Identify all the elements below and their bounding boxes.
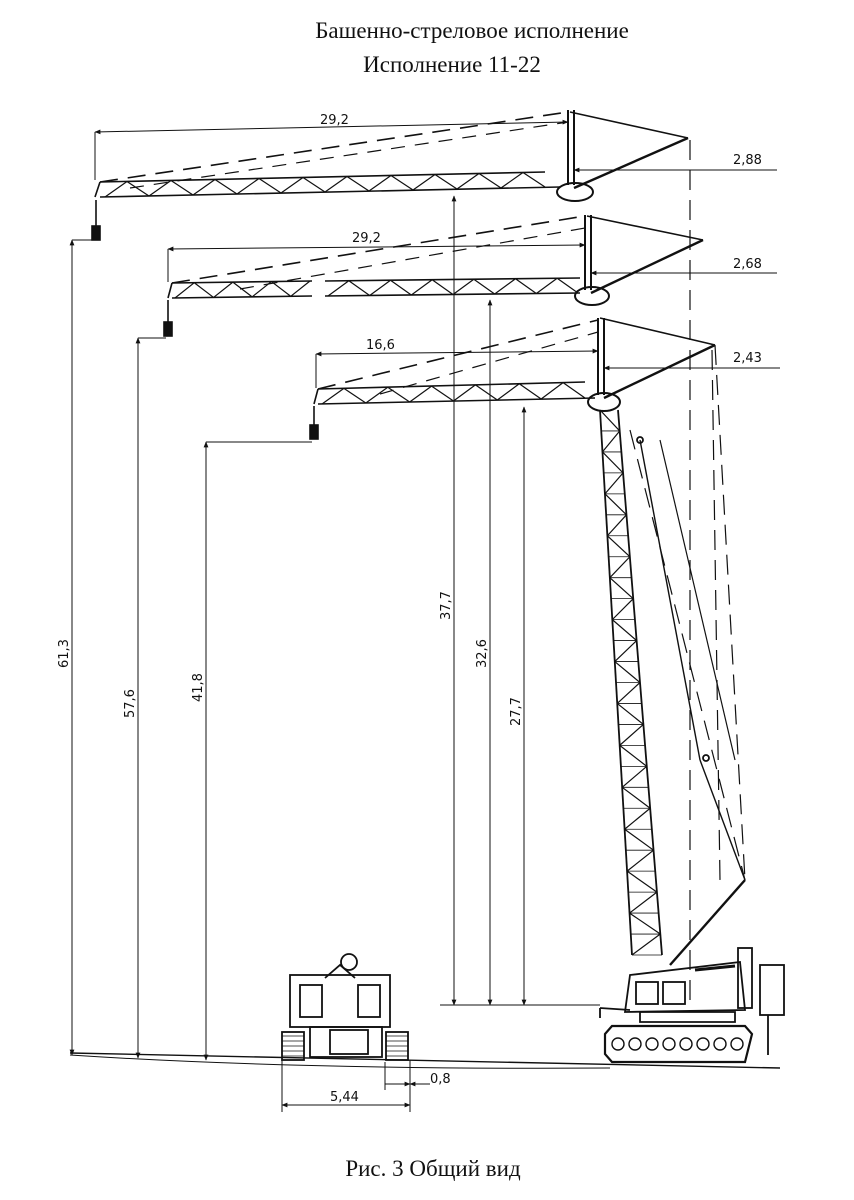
label-hook-low: 41,8 (191, 673, 206, 702)
dimension-lines (69, 119, 780, 1112)
crawler-base-front (281, 953, 409, 1061)
crawler-base-side (599, 947, 785, 1064)
boom-truss-mid (174, 277, 579, 299)
label-track-width: 5,44 (330, 1090, 359, 1105)
label-boom-mid: 29,2 (352, 231, 381, 246)
label-boom-low: 16,6 (366, 338, 395, 353)
label-boom-top: 29,2 (320, 113, 349, 128)
dimension-labels: 29,2 29,2 16,6 2,88 2,68 2,43 61,3 57,6 … (57, 113, 762, 1105)
label-jib-low: 2,43 (733, 351, 762, 366)
boom-config-low (309, 317, 746, 881)
boom-config-top (91, 110, 691, 1000)
label-hook-mid: 57,6 (123, 689, 138, 718)
label-pivot-top: 37,7 (439, 591, 454, 620)
boom-truss-top (104, 171, 546, 198)
label-pivot-mid: 32,6 (475, 639, 490, 668)
label-jib-top: 2,88 (733, 153, 762, 168)
ground-line (69, 1052, 781, 1069)
boom-config-mid (163, 215, 704, 337)
boom-truss-low (321, 382, 586, 405)
label-jib-mid: 2,68 (733, 257, 762, 272)
ground-arc (69, 1054, 611, 1069)
label-track-offset: 0,8 (430, 1072, 451, 1087)
label-hook-top: 61,3 (57, 639, 72, 668)
title-line-2: Исполнение 11-22 (363, 52, 541, 77)
crane-tower (599, 409, 746, 966)
title-line-1: Башенно-стреловое исполнение (315, 18, 629, 43)
figure-caption: Рис. 3 Общий вид (345, 1156, 521, 1181)
label-pivot-low: 27,7 (509, 697, 524, 726)
